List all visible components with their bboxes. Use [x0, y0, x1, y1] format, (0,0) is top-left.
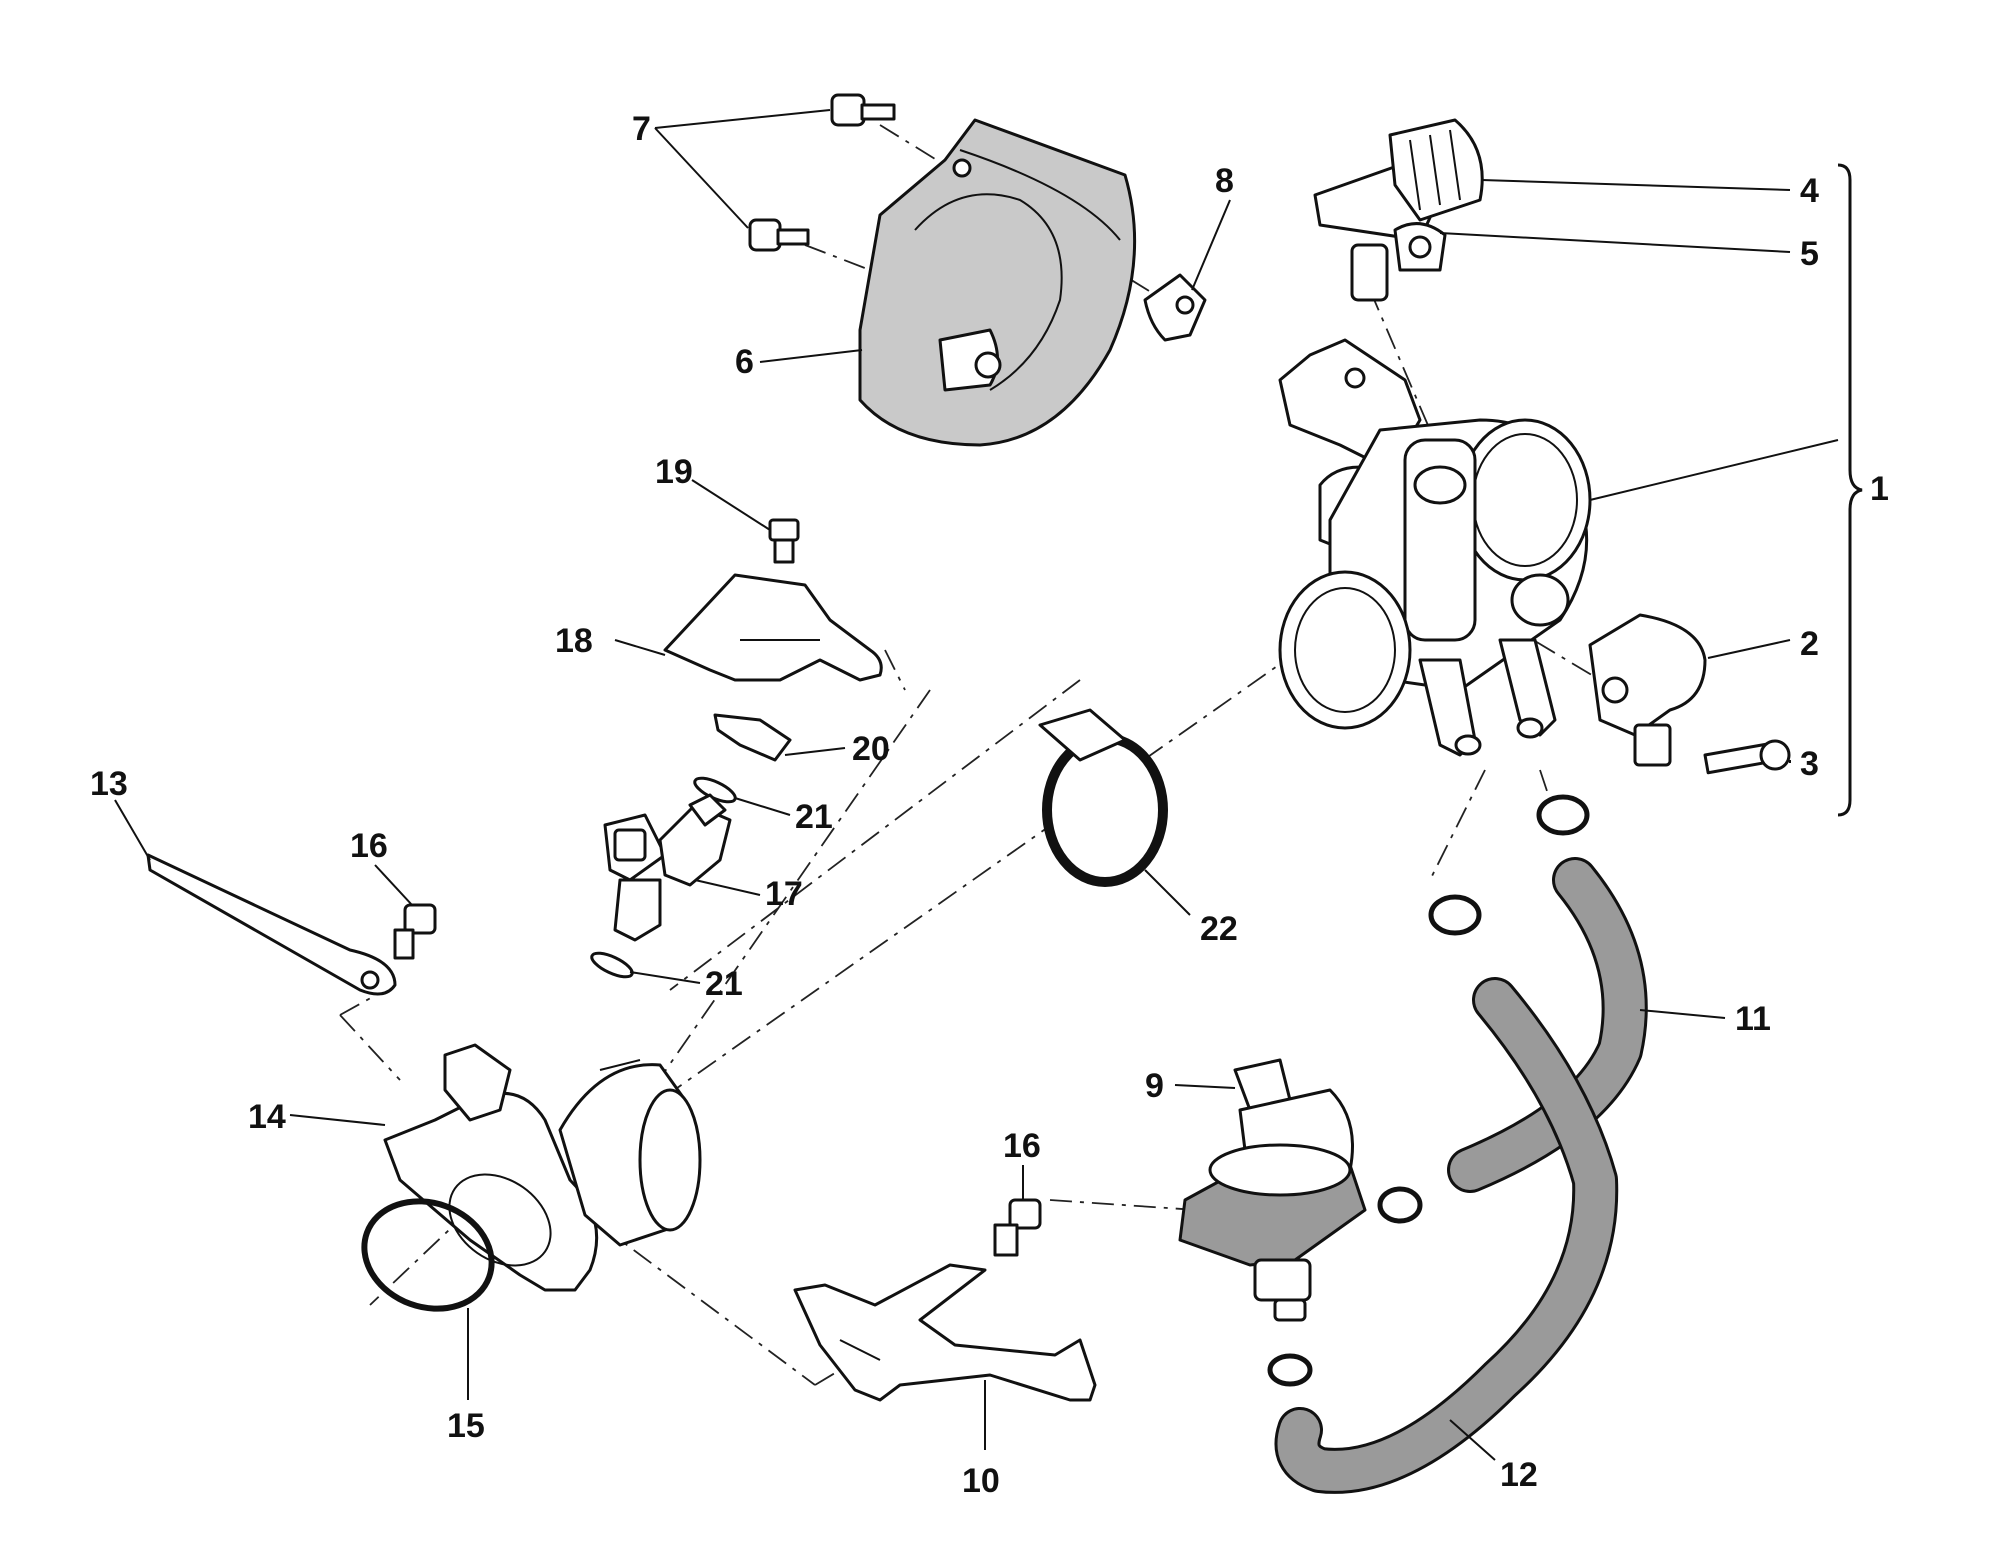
callout-18: 18	[555, 622, 593, 660]
callout-11: 11	[1735, 1000, 1771, 1038]
callout-19: 19	[655, 453, 693, 491]
vacuum-hose-return	[1274, 977, 1619, 1494]
callout-4: 4	[1800, 172, 1819, 210]
callout-16-left: 16	[350, 827, 388, 865]
callout-14: 14	[248, 1098, 286, 1136]
bracket-screw	[993, 1198, 1042, 1257]
retaining-strap	[146, 853, 397, 996]
callout-22: 22	[1200, 910, 1238, 948]
callout-21-lower: 21	[705, 965, 743, 1003]
callout-2: 2	[1800, 625, 1819, 663]
callout-13: 13	[90, 765, 128, 803]
support-bracket	[793, 1263, 1097, 1402]
callout-12: 12	[1500, 1456, 1538, 1494]
callout-8: 8	[1215, 162, 1234, 200]
hose-clamp	[1038, 708, 1168, 887]
fuel-injector	[603, 793, 732, 942]
callout-15: 15	[447, 1407, 485, 1445]
callout-17: 17	[765, 875, 803, 913]
callout-16-right: 16	[1003, 1127, 1041, 1165]
callout-10: 10	[962, 1462, 1000, 1500]
spring-clip	[1143, 273, 1207, 342]
injector-holder-screw	[768, 518, 800, 564]
callout-1: 1	[1870, 470, 1889, 508]
callout-9: 9	[1145, 1067, 1164, 1105]
cover-screw-lower	[748, 218, 810, 252]
callout-20: 20	[852, 730, 890, 768]
cover-screw-upper	[830, 93, 896, 127]
small-clamps	[1267, 794, 1590, 1387]
fuel-rail	[663, 573, 883, 682]
callout-3: 3	[1800, 745, 1819, 783]
callout-5: 5	[1800, 235, 1819, 273]
callout-labels: 1 2 3 4 5 6 7 8 9 10 11 12 13 14 15 16 1…	[90, 110, 1889, 1500]
throttle-cover	[858, 118, 1137, 447]
callout-7: 7	[632, 110, 651, 148]
throttle-position-sensor	[1588, 613, 1707, 767]
sensor-screw	[1703, 739, 1791, 775]
manifold-o-ring	[361, 1198, 495, 1312]
o-ring-lower	[590, 951, 634, 979]
assembly-bracket	[1837, 163, 1863, 817]
leader-lines	[114, 109, 1839, 1461]
strap-screw	[393, 903, 437, 960]
solenoid-valve	[1178, 1058, 1367, 1322]
throttle-body	[1278, 338, 1592, 757]
callout-21-upper: 21	[795, 798, 833, 836]
injector-clip	[713, 713, 792, 762]
vacuum-hose-long	[1447, 857, 1648, 1193]
map-sensor	[1313, 118, 1484, 302]
callout-6: 6	[735, 343, 754, 381]
intake-manifold	[383, 1043, 702, 1292]
